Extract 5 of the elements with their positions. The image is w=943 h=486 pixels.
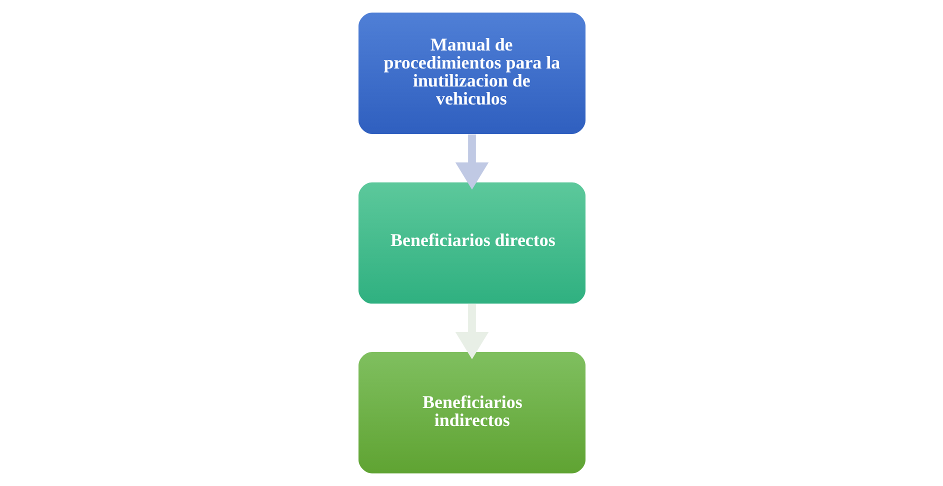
arrow xyxy=(454,304,488,360)
arrow xyxy=(454,134,488,190)
node-box: Beneficiarios indirectos xyxy=(358,352,585,474)
node-box: Manual de procedimientos para la inutilizacion de vehiculos xyxy=(358,12,585,134)
node-box: Beneficiarios directos xyxy=(358,182,585,304)
